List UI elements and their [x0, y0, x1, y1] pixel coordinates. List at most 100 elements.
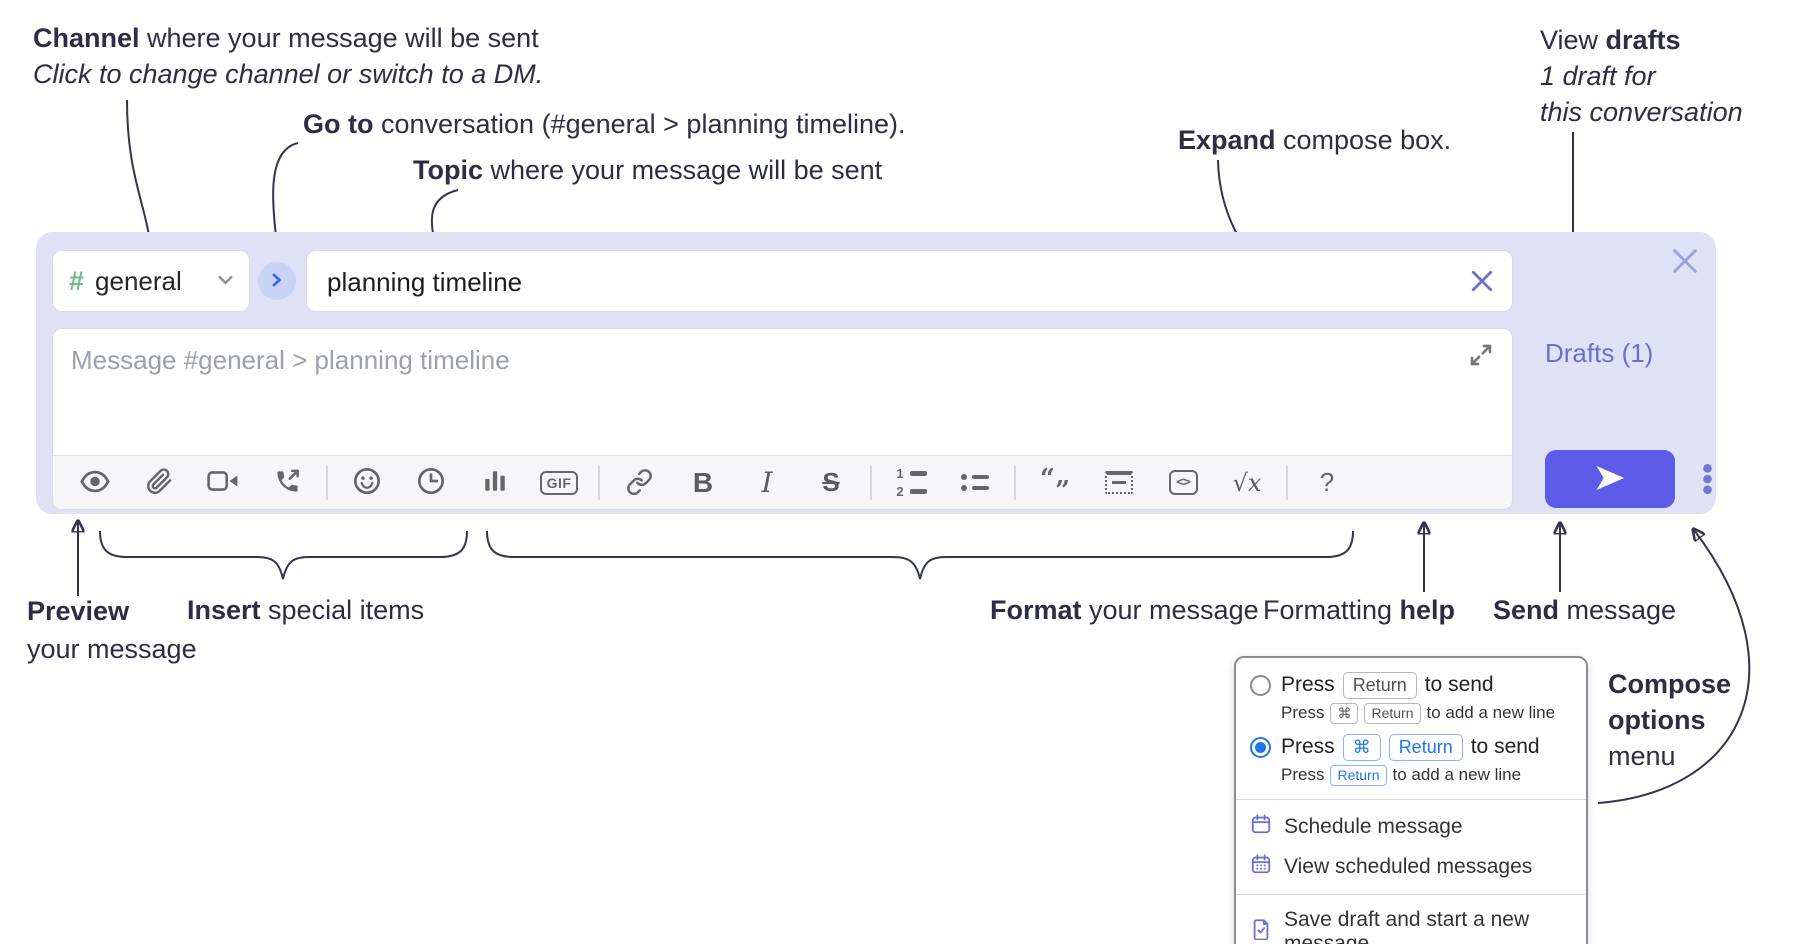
channel-selector[interactable]: # general: [52, 250, 250, 312]
send-button[interactable]: [1545, 450, 1675, 508]
brace-format: [486, 530, 1354, 580]
code-button[interactable]: <>: [1151, 461, 1215, 505]
menu-item-save-draft-new-message[interactable]: Save draft and start a new message: [1236, 902, 1586, 944]
channel-annotation-line1: Channel where your message will be sent: [33, 20, 543, 56]
option-enter-sends-label: Press Return to send: [1281, 672, 1494, 699]
attach-file-button[interactable]: [127, 461, 191, 505]
format-annotation-bold: Format: [990, 595, 1082, 625]
drafts-annotation-line2: 1 draft for: [1540, 61, 1656, 91]
option-subtext: to add a new line: [1426, 703, 1556, 723]
spoiler-icon: [1105, 471, 1133, 494]
option-cmd-enter-sends-label: Press ⌘ Return to send: [1281, 734, 1540, 761]
brace-insert: [99, 530, 468, 580]
poll-button[interactable]: [463, 461, 527, 505]
quote-icon: “”: [1040, 464, 1070, 506]
option-text: Press: [1281, 735, 1335, 759]
send-annotation-bold: Send: [1493, 595, 1560, 625]
bar-chart-icon: [482, 468, 508, 497]
strikethrough-button[interactable]: S: [799, 461, 863, 505]
bulleted-list-icon: [961, 474, 989, 491]
insert-annotation-bold: Insert: [187, 595, 261, 625]
return-key: Return: [1364, 702, 1421, 724]
goto-annotation-bold: Go to: [303, 109, 374, 139]
compose-options-menu-button[interactable]: [1694, 456, 1720, 504]
link-button[interactable]: [607, 461, 671, 505]
insert-annotation: Insert special items: [187, 592, 424, 628]
help-annotation: Formatting help: [1263, 592, 1455, 628]
question-mark-icon: ?: [1319, 467, 1335, 497]
video-call-button[interactable]: [191, 461, 255, 505]
drafts-annotation-pre: View: [1540, 25, 1606, 55]
gif-button[interactable]: GIF: [527, 461, 591, 505]
option-cmd-enter-sends-subtext: Press Return to add a new line: [1236, 763, 1586, 793]
send-annotation: Send message: [1493, 592, 1676, 628]
connector-goto: [273, 142, 299, 244]
message-formatting-help-button[interactable]: ?: [1295, 461, 1359, 505]
bold-icon: B: [692, 466, 714, 498]
radio-button[interactable]: [1250, 736, 1271, 758]
topic-input[interactable]: [325, 251, 1449, 313]
close-icon: [1470, 270, 1494, 296]
channel-annotation-rest: where your message will be sent: [139, 23, 539, 53]
radio-button[interactable]: [1250, 674, 1271, 696]
option-enter-sends-subtext: Press ⌘ Return to add a new line: [1236, 701, 1586, 731]
option-enter-sends[interactable]: Press Return to send: [1236, 668, 1586, 701]
popup-divider: [1236, 799, 1586, 800]
channel-name: general: [95, 265, 182, 296]
compose-toolbar: GIF B I S 1 2 “”: [53, 455, 1512, 509]
expand-annotation: Expand compose box.: [1178, 122, 1451, 158]
format-annotation: Format your message: [990, 592, 1259, 628]
smiley-icon: [353, 467, 381, 498]
video-camera-icon: [207, 470, 239, 495]
chevron-down-icon: [218, 272, 233, 290]
return-key: Return: [1342, 672, 1417, 699]
option-cmd-enter-sends[interactable]: Press ⌘ Return to send: [1236, 730, 1586, 763]
bold-button[interactable]: B: [671, 461, 735, 505]
expand-annotation-rest: compose box.: [1275, 125, 1452, 155]
close-compose-button[interactable]: [1670, 246, 1700, 276]
italic-icon: I: [761, 466, 773, 499]
message-input[interactable]: [69, 343, 1353, 437]
math-button[interactable]: √x: [1215, 461, 1279, 505]
compose-options-annotation-line1: Compose: [1608, 669, 1732, 699]
compose-options-annotation-line2: options: [1608, 705, 1706, 735]
toolbar-divider: [326, 465, 328, 500]
expand-compose-button[interactable]: [1468, 343, 1494, 369]
menu-item-label: Save draft and start a new message: [1284, 908, 1530, 944]
option-text: to send: [1424, 673, 1494, 697]
option-subtext: to add a new line: [1392, 765, 1522, 785]
numbered-list-button[interactable]: 1 2: [879, 461, 943, 505]
goto-annotation: Go to conversation (#general > planning …: [303, 106, 906, 142]
channel-annotation-line2: Click to change channel or switch to a D…: [33, 59, 544, 89]
preview-button[interactable]: [63, 461, 127, 505]
emoji-button[interactable]: [335, 461, 399, 505]
send-annotation-rest: message: [1559, 595, 1677, 625]
phone-call-icon: [274, 468, 301, 498]
bulleted-list-button[interactable]: [943, 461, 1007, 505]
channel-hash-icon: #: [69, 265, 85, 296]
menu-item-schedule-message[interactable]: Schedule message: [1236, 807, 1586, 847]
toolbar-divider: [598, 465, 600, 500]
goto-conversation-button[interactable]: [258, 262, 296, 300]
option-text: Press: [1281, 673, 1335, 697]
preview-annotation: Preview your message: [27, 592, 197, 668]
clear-topic-button[interactable]: [1468, 268, 1496, 296]
expand-annotation-bold: Expand: [1178, 125, 1276, 155]
spoiler-button[interactable]: [1087, 461, 1151, 505]
vertical-dots-icon: [1702, 463, 1713, 497]
quote-button[interactable]: “”: [1023, 461, 1087, 506]
preview-annotation-line2: your message: [27, 634, 197, 664]
italic-button[interactable]: I: [735, 461, 799, 505]
help-annotation-pre: Formatting: [1263, 595, 1400, 625]
message-box: GIF B I S 1 2 “”: [52, 328, 1513, 510]
quote-close-glyph: ”: [1055, 475, 1070, 506]
close-icon: [1670, 249, 1700, 279]
audio-call-button[interactable]: [255, 461, 319, 505]
draft-check-icon: [1250, 918, 1272, 944]
option-subtext: Press: [1281, 703, 1325, 723]
link-icon: [626, 468, 653, 498]
drafts-link[interactable]: Drafts (1): [1545, 338, 1654, 368]
global-time-button[interactable]: [399, 461, 463, 505]
menu-item-view-scheduled-messages[interactable]: View scheduled messages: [1236, 847, 1586, 887]
